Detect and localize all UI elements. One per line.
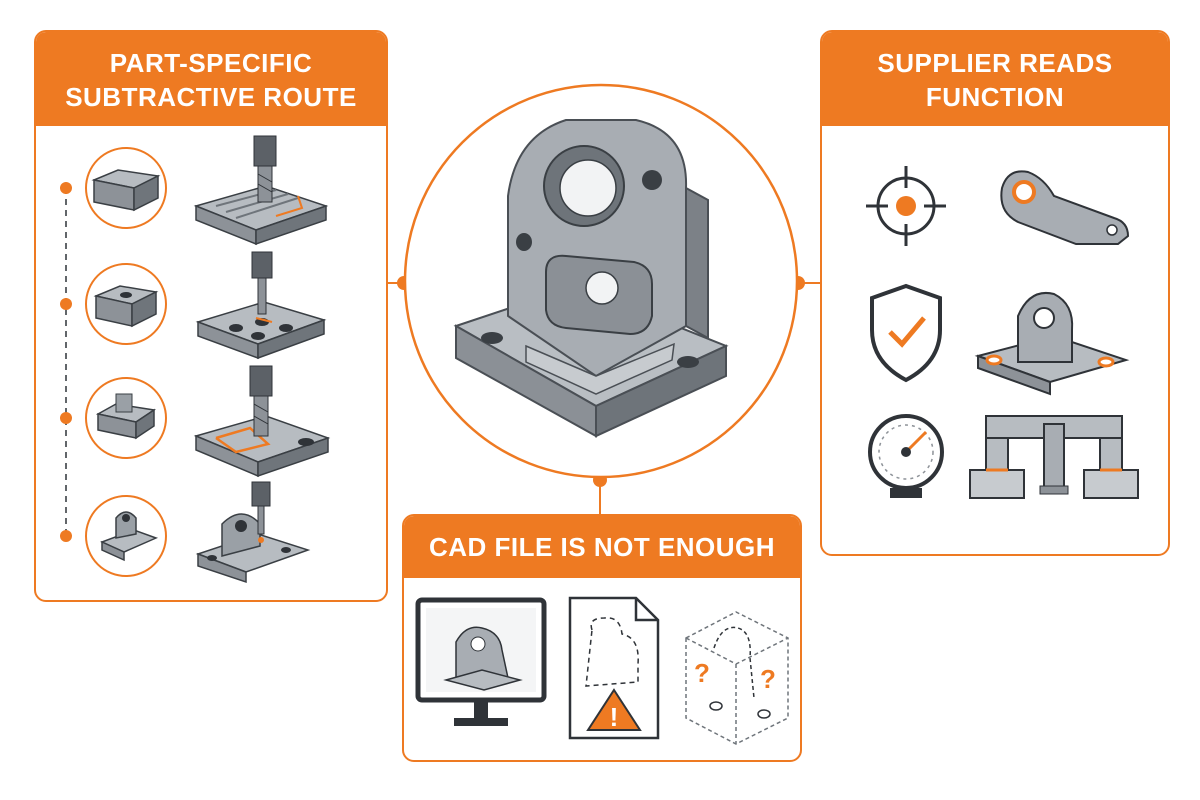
subtractive-route-header: PART-SPECIFIC SUBTRACTIVE ROUTE (36, 32, 386, 126)
wireframe-question-icon: ? ? (685, 611, 789, 745)
cad-file-not-enough-panel: CAD FILE IS NOT ENOUGH ! ? ? (402, 514, 802, 762)
function-icon-grid (866, 166, 1139, 499)
cad-file-not-enough-title: CAD FILE IS NOT ENOUGH (404, 516, 800, 578)
monitor-cad-icon (415, 597, 547, 726)
pocket-milling-icon (193, 365, 331, 478)
pressure-gauge-icon (868, 414, 944, 498)
supplier-title-line2: FUNCTION (925, 82, 1065, 112)
warning-mark: ! (610, 702, 619, 732)
subtractive-route-panel: PART-SPECIFIC SUBTRACTIVE ROUTE (34, 30, 388, 602)
cad-icon-row: ! ? ? (404, 578, 800, 758)
document-warning-icon: ! (568, 596, 660, 740)
drilled-block-icon (85, 263, 167, 345)
press-fit-assembly-icon (969, 415, 1139, 499)
drilling-icon (195, 251, 327, 360)
machined-bracket-part (403, 83, 799, 479)
supplier-reads-function-header: SUPPLIER READS FUNCTION (822, 32, 1168, 126)
subtractive-route-title-line1: PART-SPECIFIC (109, 48, 313, 78)
pocketed-block-icon (85, 377, 167, 459)
subtractive-route-steps (60, 135, 331, 584)
face-milling-icon (193, 135, 329, 246)
shield-check-icon (870, 283, 942, 383)
subtractive-route-title-line2: SUBTRACTIVE ROUTE (65, 82, 357, 112)
lever-arm-icon (1000, 170, 1130, 245)
question-mark-right: ? (760, 664, 776, 694)
block-stock-icon (85, 147, 167, 229)
mounting-bracket-icon (974, 292, 1130, 396)
supplier-title-line1: SUPPLIER READS (877, 48, 1113, 78)
finishing-icon (195, 481, 311, 584)
supplier-reads-function-panel: SUPPLIER READS FUNCTION (820, 30, 1170, 556)
crosshair-icon (866, 166, 946, 246)
finished-bracket-icon (85, 495, 167, 577)
question-mark-left: ? (694, 658, 710, 688)
